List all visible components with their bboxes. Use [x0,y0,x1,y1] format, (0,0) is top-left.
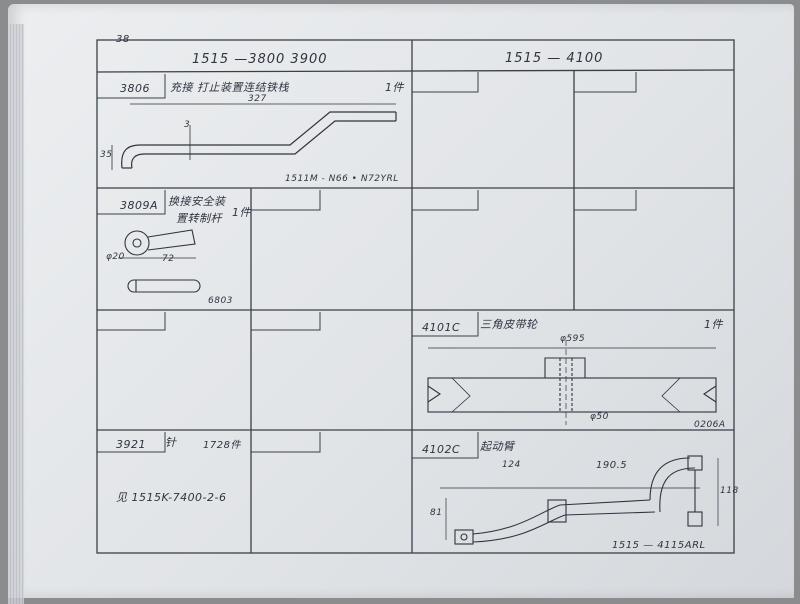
part-qty-4101c: 1件 [704,318,723,331]
part-name-4101c: 三角皮带轮 [480,318,538,331]
part-qty-3806: 1件 [385,81,404,94]
page-number: 38 [116,34,130,45]
dim-b-4102c: 190.5 [596,460,628,471]
part-name-3809a-line1: 换接安全装 [168,195,226,208]
ref-4101c: 0206A [694,420,726,430]
ref-3806: 1511M - N66 • N72YRL [285,174,399,184]
part-code-4101c: 4101C [422,321,461,334]
dim-small-3806: 3 [184,120,191,130]
part-code-3921: 3921 [116,438,146,451]
dim-h1-4102c: 81 [430,508,443,518]
part-code-4102c: 4102C [422,443,461,456]
dim-h2-4102c: 118 [720,486,739,496]
dim-dia-3809a: φ20 [106,252,125,262]
part-qty-3921: 1728件 [203,440,241,451]
catalog-page [8,4,794,604]
dim-a-4102c: 124 [502,460,521,470]
note-3921: 见 1515K-7400-2-6 [116,491,227,504]
dim-bore-4101c: φ50 [590,412,609,422]
part-qty-3809a: 1件 [232,206,251,219]
part-name-3921: 针 [165,436,177,449]
drawing-3806 [111,103,397,170]
header-rule [96,69,735,73]
header-right: 1515 — 4100 [505,51,604,66]
part-code-3806: 3806 [120,82,150,95]
table-frame [96,39,735,554]
dim-length-3806: 327 [248,94,267,104]
ref-4102c: 1515 — 4115ARL [612,540,706,551]
drawing-4102c [440,455,719,545]
dim-height-3806: 35 [100,150,113,160]
drawing-3809a [118,229,201,293]
part-name-3806: 充接 打止装置连结铁栈 [170,81,289,94]
part-name-4102c: 起动臂 [480,440,515,453]
header-left: 1515 —3800 3900 [192,52,328,67]
drawing-4101c [427,340,717,425]
page-stack-edge [8,24,24,604]
dim-outer-4101c: φ595 [560,334,586,344]
part-name-3809a-line2: 置转制杆 [176,212,222,225]
part-code-3809a: 3809A [120,199,159,212]
ref-3809a: 6803 [208,296,233,306]
dim-len-3809a: 72 [162,254,175,264]
